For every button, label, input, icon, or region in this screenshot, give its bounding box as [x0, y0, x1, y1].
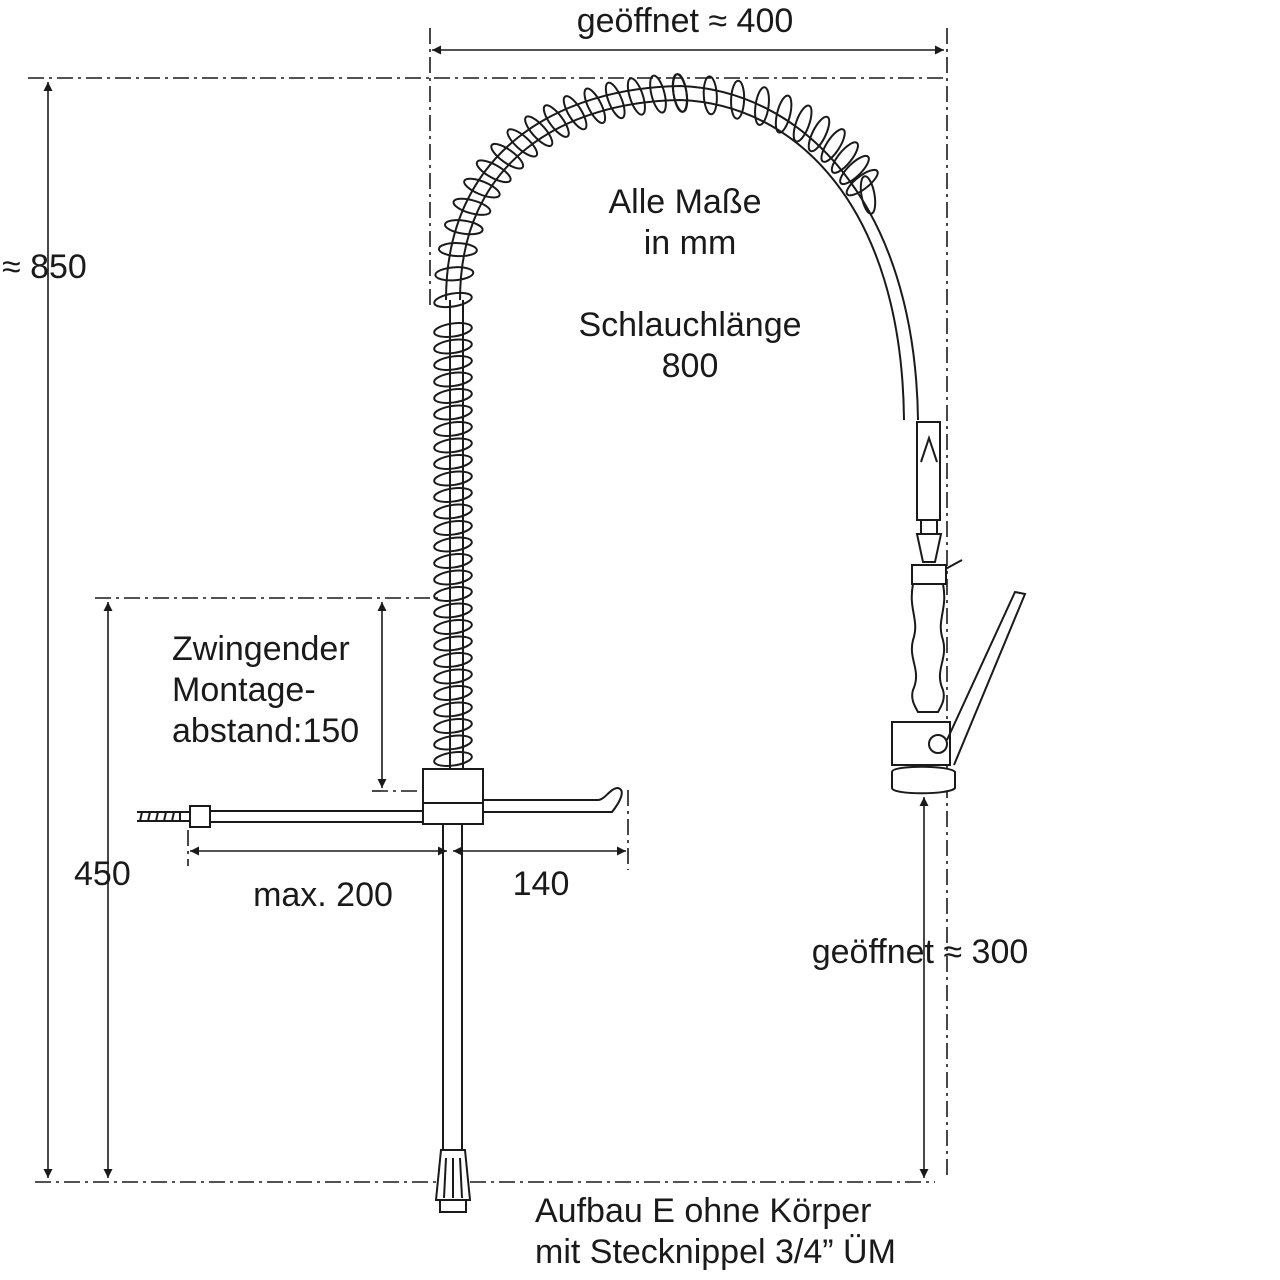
label-hose-length-1: Schlauchlänge — [578, 306, 801, 344]
label-dim-140: 140 — [513, 865, 570, 903]
spring-coil-loop — [433, 291, 473, 309]
valve-knob — [928, 734, 948, 754]
spring-coil-loop — [433, 487, 473, 503]
spring-coil-loop — [433, 355, 473, 371]
spring-coil-loop — [839, 154, 870, 186]
spring-coil-loop — [433, 586, 473, 602]
spring-coil-loop — [463, 177, 501, 199]
label-footer-1: Aufbau E ohne Körper — [535, 1192, 871, 1230]
hose-connector — [916, 421, 941, 521]
fitting-rib-3 — [459, 1157, 463, 1199]
spring-coil-loop — [433, 619, 473, 635]
spring-coil-loop — [433, 718, 473, 734]
fitting-thread — [439, 1199, 467, 1213]
spring-coil-loop — [792, 104, 813, 143]
wall-bar-fitting — [179, 811, 191, 822]
hose-connector-detail — [920, 434, 938, 463]
spring-coil-loop — [437, 242, 478, 258]
label-mount-1: Zwingender — [172, 630, 350, 668]
fitting-rib-1 — [443, 1157, 447, 1199]
spring-coil-loop — [433, 520, 473, 536]
wall-bar-nut — [189, 805, 211, 828]
handle-collar — [911, 564, 947, 585]
spray-head — [891, 765, 956, 795]
spring-coil-loop — [433, 685, 473, 701]
label-hose-length-2: 800 — [662, 347, 719, 385]
handle-grip — [910, 583, 946, 713]
label-max-200: max. 200 — [253, 876, 393, 914]
valve-body — [891, 721, 951, 766]
label-all-dimensions-2: in mm — [644, 224, 737, 262]
spring-coil-loop — [774, 94, 793, 134]
dimension-lines — [43, 45, 944, 1178]
label-all-dimensions-1: Alle Maße — [608, 183, 761, 221]
trigger-lever — [946, 590, 1027, 766]
spring-coil-loop — [433, 371, 473, 388]
spring-coil-loop — [702, 75, 718, 116]
spring-coil-loop — [604, 81, 626, 120]
spring-coil-loop — [433, 751, 473, 767]
spring-coil-loop — [562, 95, 588, 131]
spring-coil-loop — [542, 104, 570, 138]
spring-coil-loop — [490, 142, 525, 170]
spring-coil-loop — [433, 322, 473, 338]
spring-coil-loop — [433, 388, 473, 404]
spring-coil-loop — [443, 219, 484, 236]
label-opened-width: geöffnet ≈ 400 — [577, 2, 794, 40]
label-height-450: 450 — [74, 855, 131, 893]
spring-coil-loop — [649, 74, 667, 114]
spring-coil-loop — [433, 404, 473, 421]
spring-coil-loop — [433, 536, 473, 553]
swivel-joint — [915, 533, 943, 563]
spring-coil-loop — [433, 602, 473, 619]
spring-coil-loop — [433, 553, 473, 569]
label-mount-3: abstand:150 — [172, 712, 359, 750]
swivel-nut — [920, 519, 938, 535]
spring-coil-loop — [807, 115, 831, 153]
spring-coil-loop — [754, 86, 770, 126]
spring-coil-loop — [433, 503, 473, 520]
hose-outer — [445, 84, 919, 421]
spring-coil-loop — [452, 197, 492, 216]
label-footer-2: mit Stecknippel 3/4” ÜM — [535, 1233, 896, 1271]
spring-coil-loop — [583, 87, 607, 125]
spring-coil-loop — [433, 668, 473, 685]
spring-coil-loop — [433, 652, 473, 668]
spring-coil-loop — [433, 454, 473, 470]
spring-coil-loop — [433, 734, 473, 751]
spring-coil-loop — [845, 168, 879, 197]
spring-coil-loop — [820, 128, 846, 163]
spring-coil-loop — [830, 141, 859, 174]
spring-coil-loop — [859, 175, 877, 215]
hook-bar — [483, 786, 623, 813]
spring-coil-loop — [506, 128, 539, 158]
spring-coil-loop — [672, 73, 688, 113]
label-total-height: ≈ 850 — [2, 248, 87, 286]
spring-coil-loop — [433, 701, 473, 718]
wall-anchor — [137, 811, 180, 822]
spring-coil-loop — [433, 569, 473, 586]
spring-coil-loop — [475, 159, 512, 184]
reference-lines — [28, 28, 948, 1183]
labels: geöffnet ≈ 400 ≈ 850 Alle Maße in mm Sch… — [2, 2, 1028, 1271]
spring-coil-loop — [433, 437, 473, 454]
spring-coil-loop — [730, 79, 746, 120]
spring-coil-loop — [434, 266, 475, 282]
spring-coil-arch — [433, 73, 879, 309]
spring-coil-vertical — [433, 322, 473, 767]
spring-coil-loop — [433, 635, 473, 652]
faucet — [137, 73, 1027, 1213]
mounting-block — [422, 768, 484, 825]
spring-coil-loop — [626, 77, 646, 116]
label-mount-2: Montage- — [172, 671, 316, 709]
spring-coil-loop — [433, 338, 473, 355]
spring-coil-loop — [433, 470, 473, 487]
spring-coil-loop — [433, 421, 473, 437]
spring-coil-loop — [524, 115, 554, 147]
label-opened-300: geöffnet ≈ 300 — [812, 933, 1029, 971]
